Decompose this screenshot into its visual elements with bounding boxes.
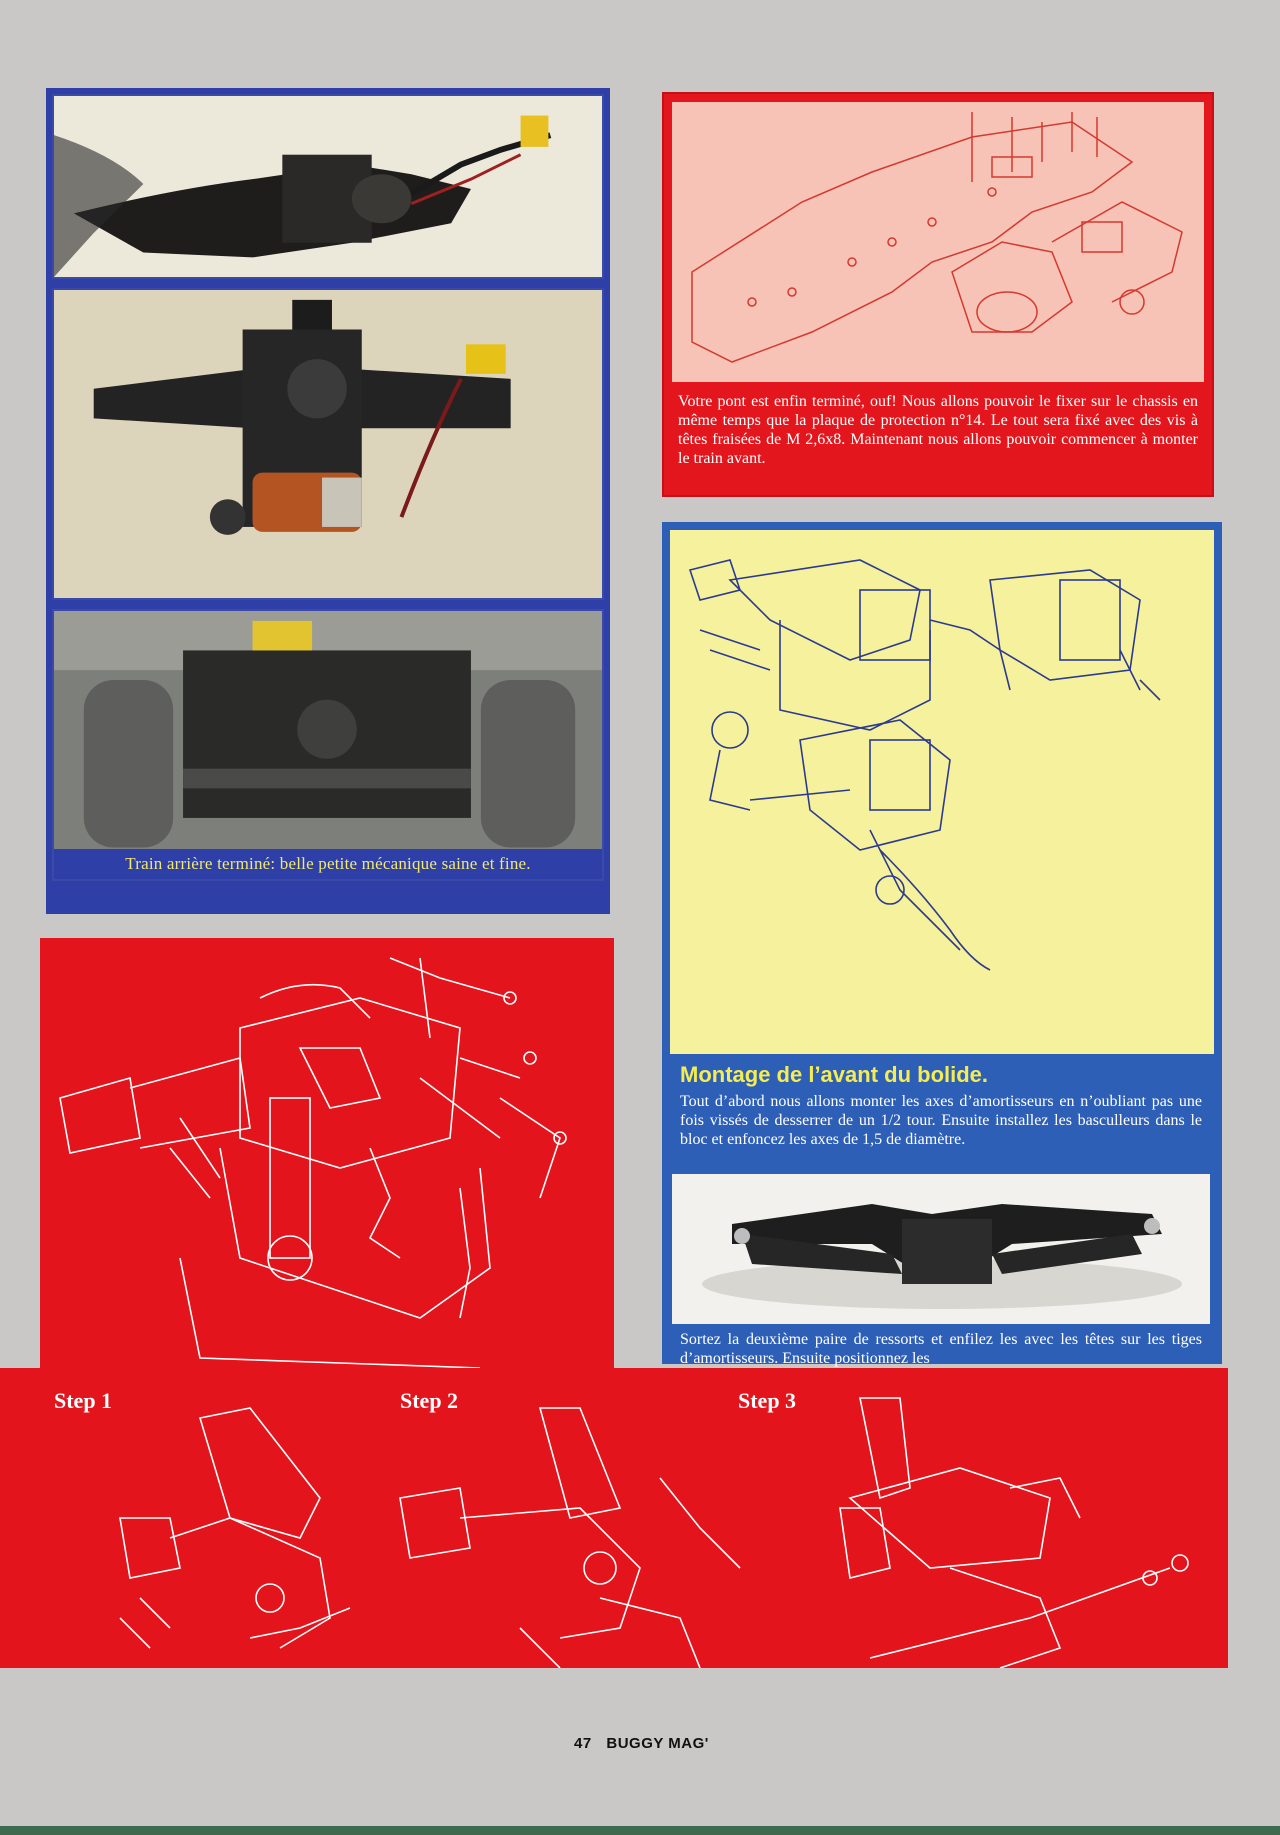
front-block-drawing — [688, 559, 1161, 971]
step-2-label: Step 2 — [400, 1388, 459, 1413]
chassis-plate-diagram — [672, 102, 1204, 382]
chassis-plate-drawing — [691, 112, 1183, 363]
rear-assembly-diagram-panel — [40, 938, 614, 1370]
chassis-fixing-text: Votre pont est enfin terminé, ouf! Nous … — [678, 393, 1198, 467]
rear-assembly-drawing — [59, 957, 567, 1369]
red-edge-left — [0, 1600, 40, 1668]
suspension-arm-photo — [672, 1174, 1210, 1324]
photo-caption: Train arrière terminé: belle petite méca… — [54, 849, 602, 879]
page-footer: 47 BUGGY MAG' — [574, 1735, 709, 1752]
chassis-fixing-box: Votre pont est enfin terminé, ouf! Nous … — [662, 92, 1214, 497]
page-number: 47 — [574, 1735, 592, 1752]
bottom-band — [0, 1826, 1280, 1835]
rear-train-image — [54, 611, 602, 879]
steps-drawing — [119, 1397, 1189, 1668]
montage-title: Montage de l’avant du bolide. — [680, 1062, 989, 1087]
step-1-label: Step 1 — [54, 1388, 113, 1413]
magazine-name: BUGGY MAG' — [606, 1735, 709, 1752]
suspension-arm-image — [672, 1174, 1210, 1324]
photo-rear-train-completed: Train arrière terminé: belle petite méca… — [52, 609, 604, 881]
shock-springs-text: Sortez la deuxième paire de ressorts et … — [680, 1331, 1202, 1367]
rear-axle-top-image — [54, 96, 602, 277]
front-block-diagram — [670, 530, 1214, 1054]
photo-rear-axle-motor — [52, 288, 604, 600]
rear-axle-motor-image — [54, 290, 602, 598]
front-assembly-box: Montage de l’avant du bolide. Tout d’abo… — [662, 522, 1222, 1367]
photo-column: Train arrière terminé: belle petite méca… — [46, 88, 610, 914]
steps-diagram-panel: Step 1 Step 2 Step 3 — [0, 1368, 1228, 1668]
montage-text: Tout d’abord nous allons monter les axes… — [680, 1093, 1202, 1148]
step-3-label: Step 3 — [738, 1388, 797, 1413]
photo-rear-axle-top-view — [52, 94, 604, 279]
